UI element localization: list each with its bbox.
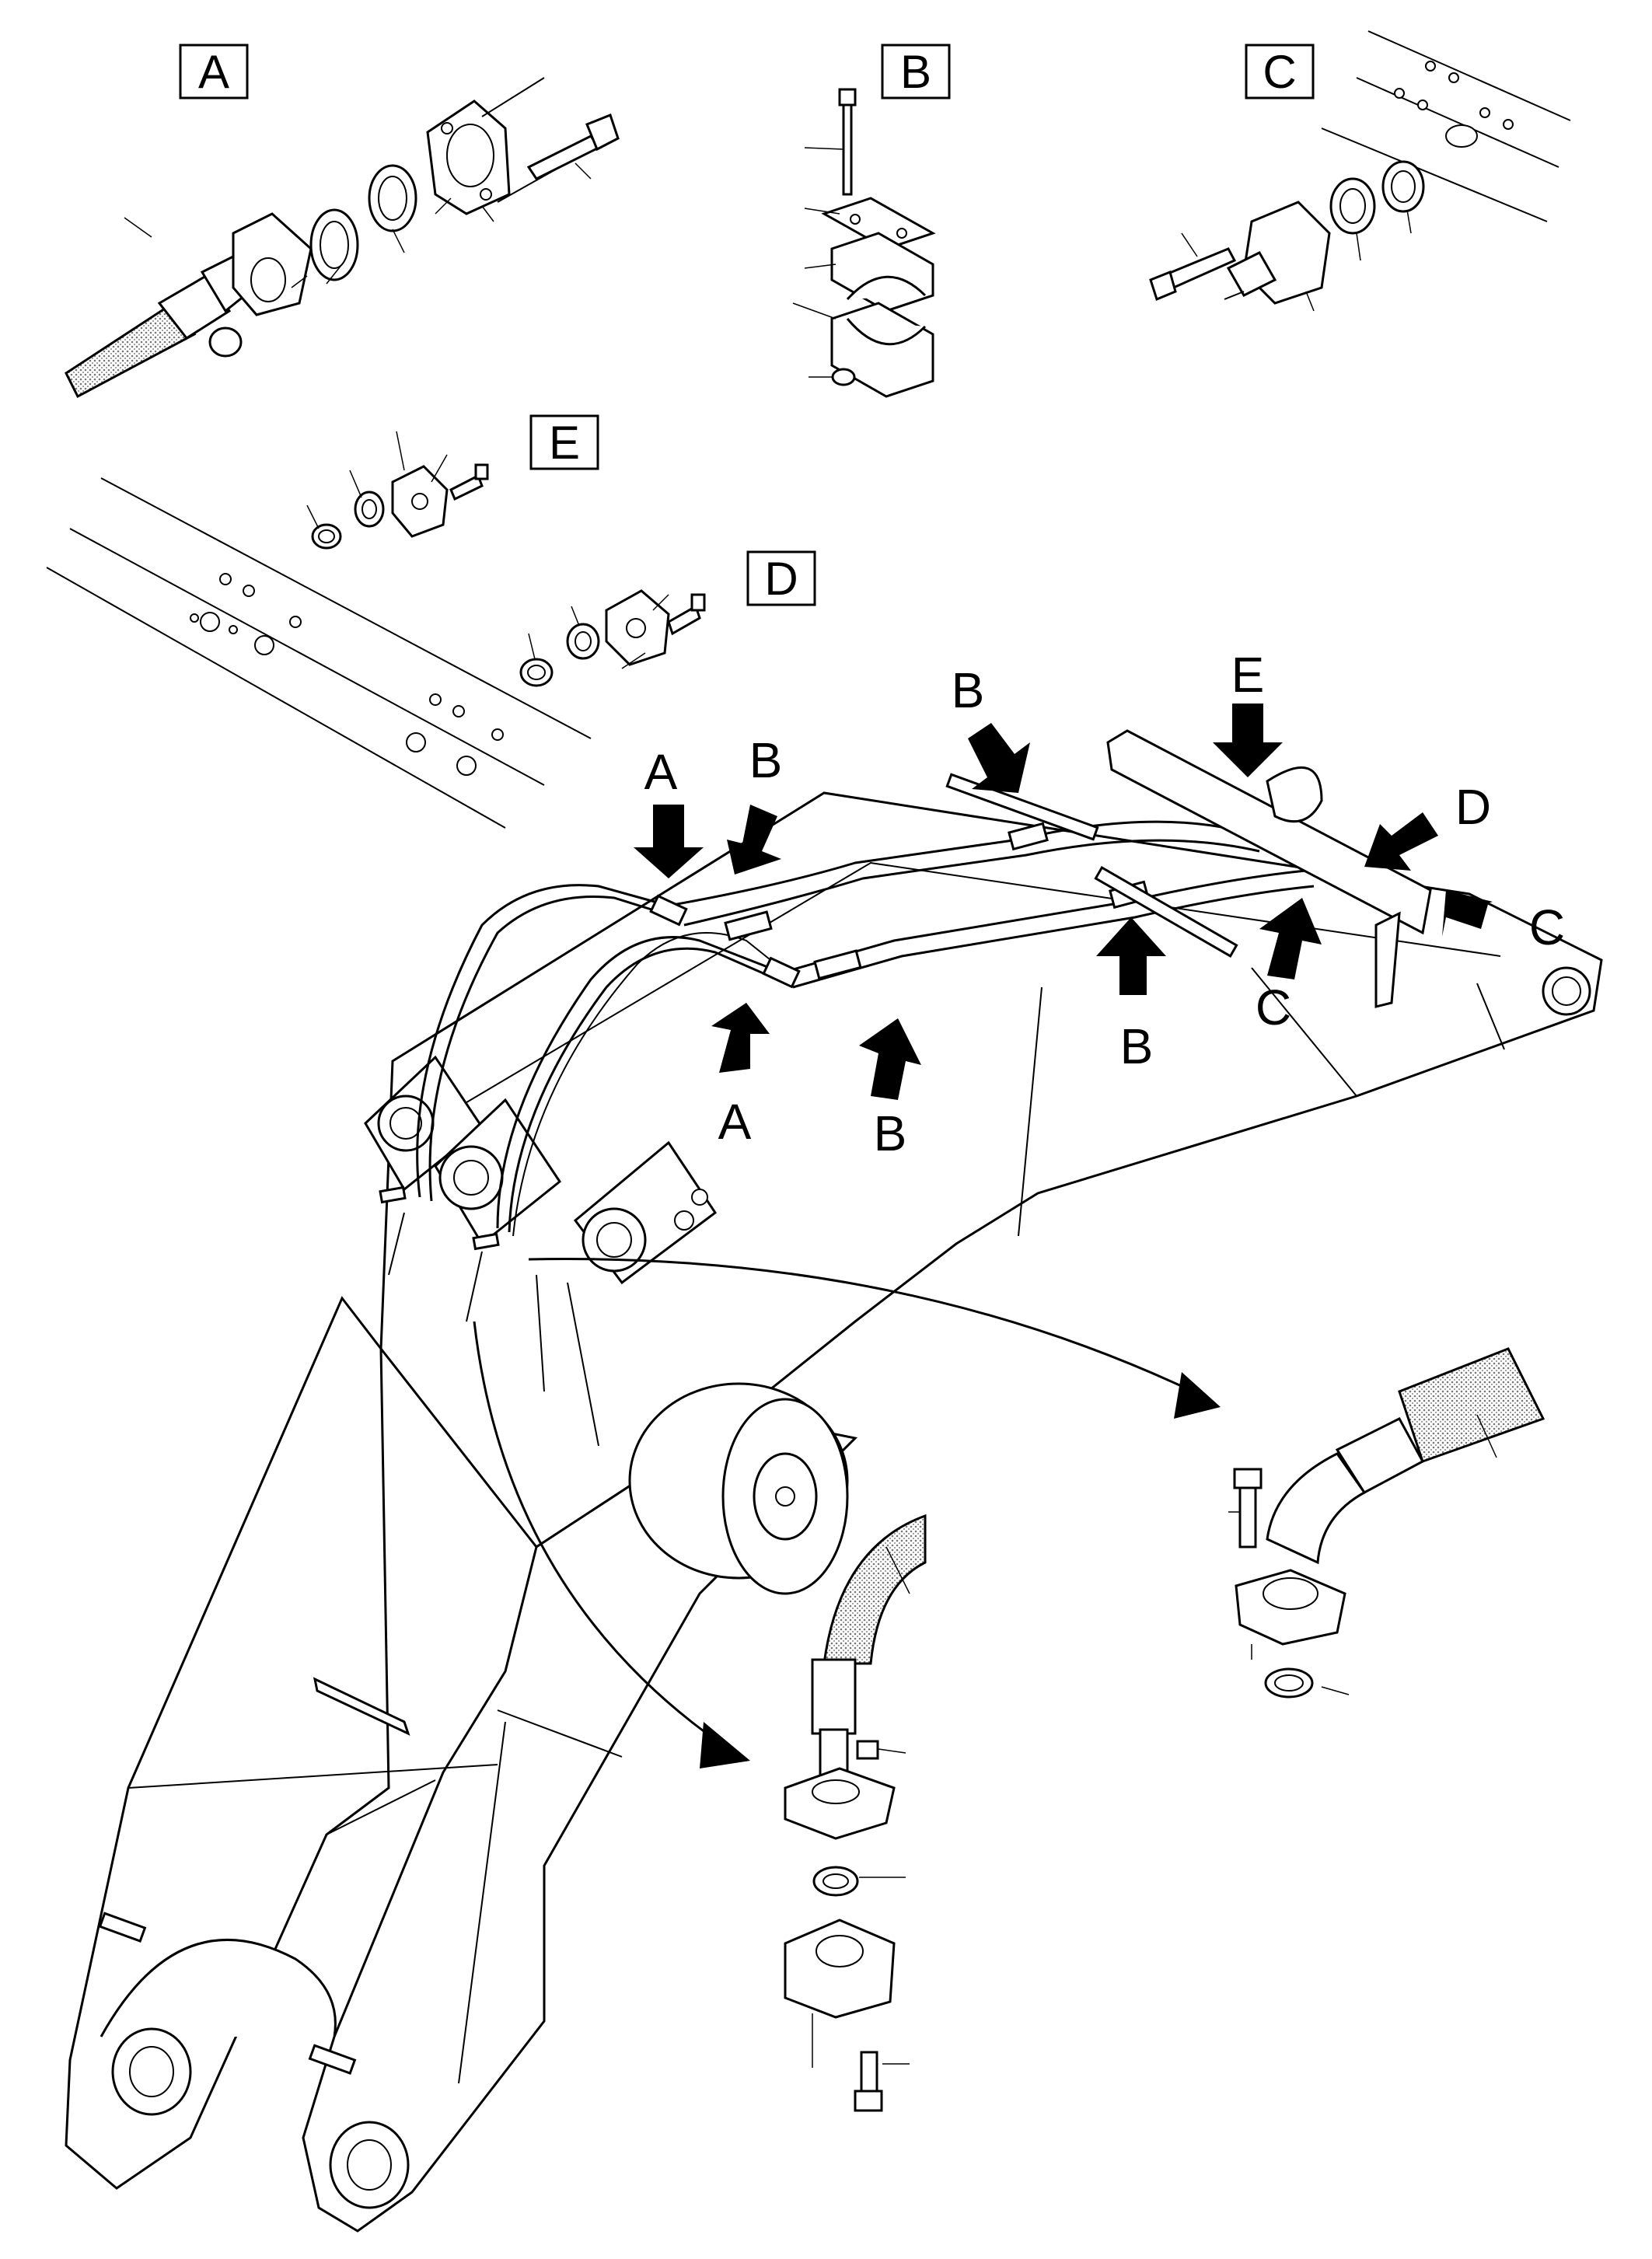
callout-arrow-b-3: B	[859, 1018, 921, 1161]
detail-d-o-ring	[566, 623, 600, 660]
callout-arrow-d: D	[1364, 779, 1491, 871]
callout-arrow-c-2-label: C	[1256, 979, 1291, 1035]
detail-a-seal-ring	[368, 164, 417, 232]
detail-a-axis-bottom	[497, 166, 561, 203]
detail-c: C	[1149, 30, 1571, 312]
detail-c-flange	[1226, 201, 1331, 305]
callout-arrow-e-label: E	[1231, 647, 1265, 703]
callout-arrow-e: E	[1213, 647, 1283, 777]
callout-arrow-a-2-label: A	[718, 1094, 752, 1150]
callout-arrow-b-3-label: B	[874, 1105, 907, 1161]
detail-a-axis-top	[481, 77, 545, 117]
detail-e-flange	[391, 465, 449, 538]
detail-a: A	[65, 44, 620, 399]
detail-d-bolt	[667, 593, 706, 636]
callout-arrow-b-2: B	[952, 662, 1030, 793]
callout-arrow-d-label: D	[1455, 779, 1491, 835]
detail-e-o-ring	[354, 491, 385, 528]
detail-d: D	[519, 550, 816, 687]
detail-e-seal-ring	[311, 523, 342, 550]
detail-d-flange	[605, 589, 670, 666]
detail-b-label: B	[900, 46, 931, 98]
perforated-beam	[46, 477, 592, 829]
detail-b-bolt	[838, 88, 857, 196]
callout-arrow-b-1-label: B	[749, 732, 783, 788]
detail-c-seal-ring	[1381, 160, 1425, 213]
detail-c-beam	[1321, 30, 1571, 222]
callout-arrow-b-1: B	[727, 732, 782, 875]
detail-e-bolt	[449, 463, 489, 501]
detail-b-clamp-block-lower	[830, 302, 934, 398]
callout-arrows: A B B E D C A B	[634, 647, 1565, 1161]
detail-c-bolt	[1149, 247, 1237, 302]
straight-fitting-detail	[784, 1514, 927, 2112]
callout-arrow-b-4-label: B	[1120, 1018, 1154, 1074]
callout-arrow-b-2-label: B	[952, 662, 985, 718]
detail-c-axis	[1224, 291, 1245, 300]
detail-a-bolt	[526, 113, 620, 180]
callout-arrow-c-2: C	[1256, 898, 1322, 1035]
detail-a-leaders	[124, 162, 592, 288]
detail-b-leaders	[792, 147, 844, 378]
detail-d-seal-ring	[519, 658, 554, 687]
detail-a-nut	[208, 326, 243, 358]
callout-arrow-c-1: C	[1442, 890, 1565, 955]
boom-body	[65, 791, 1603, 2233]
elbow-fitting-detail	[1228, 1347, 1545, 1699]
detail-c-label: C	[1263, 46, 1296, 98]
detail-a-o-ring	[309, 208, 359, 281]
detail-e-label: E	[549, 417, 580, 469]
detail-b-clamp-block-upper	[830, 232, 934, 312]
detail-a-split-flange	[208, 212, 313, 358]
detail-e: E	[306, 414, 599, 550]
callout-arrow-a-2: A	[711, 1003, 770, 1150]
detail-b: B	[792, 44, 951, 398]
detail-a-label: A	[198, 46, 229, 98]
detail-c-o-ring	[1329, 177, 1376, 235]
boom-hoses	[379, 729, 1432, 1447]
detail-d-leaders	[528, 594, 669, 669]
detail-a-flange-plate	[426, 100, 511, 215]
callout-arrow-c-1-label: C	[1529, 899, 1565, 955]
detail-e-leaders	[306, 431, 448, 529]
callout-arrow-a-1: A	[634, 744, 704, 878]
callout-arrow-a-1-label: A	[644, 744, 678, 800]
detail-b-nut	[831, 368, 856, 386]
detail-pointer-arrows	[473, 1258, 1221, 1768]
detail-d-label: D	[764, 553, 798, 605]
callout-arrow-b-4: B	[1096, 917, 1166, 1074]
detail-c-leaders	[1181, 209, 1412, 312]
